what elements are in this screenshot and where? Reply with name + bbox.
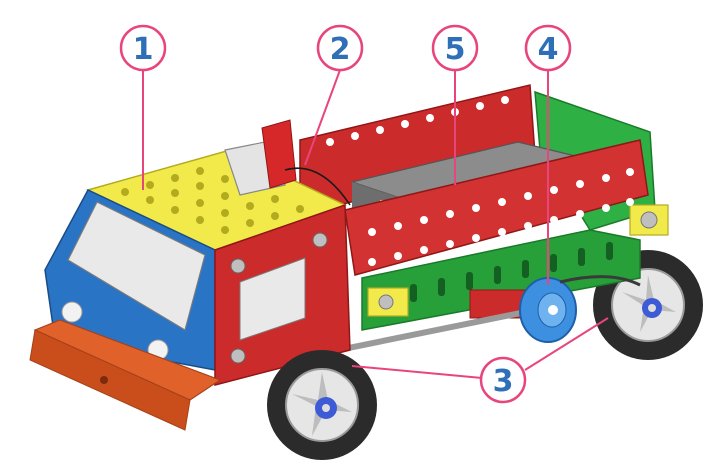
pulley-center [548,305,558,315]
side-window [239,257,306,341]
front-hub-bolt [322,404,330,412]
cab-front [44,189,216,371]
side-wall-holes [368,168,634,266]
roof-holes [121,167,304,234]
callout-3: 3 [479,356,527,404]
callout-1-label: 1 [133,32,154,67]
callout-1: 1 [119,24,167,72]
drive-belt [559,275,641,287]
front-wheel [267,350,377,460]
callout-4-circle [524,24,572,72]
leader-3a [351,365,483,379]
door-bolt-bottom [230,348,246,364]
right-bracket-bolt [640,211,658,229]
red-switch-lever [261,119,297,189]
callout-5-circle [431,24,479,72]
callout-2-label: 2 [330,32,351,67]
front-bumper [29,319,222,431]
windshield [67,201,206,331]
callout-5-label: 5 [445,32,466,67]
roof-switch [224,119,351,206]
callout-leaders [142,69,609,379]
leader-2 [304,69,341,166]
bumper-face [29,329,191,431]
callout-2: 2 [316,24,364,72]
cab-door [214,203,351,386]
door-bolt-top [230,258,246,274]
callout-4: 4 [524,24,572,72]
callout-3-label: 3 [493,364,514,399]
rear-hub-bolt [648,304,656,312]
door-bolt-top-right [312,232,328,248]
blue-pulley [519,277,577,343]
red-side-wall [344,139,649,276]
bumper-hole [100,376,108,384]
headlight-left [61,301,83,323]
left-bracket-bolt [378,294,394,310]
callout-5: 5 [431,24,479,72]
callout-1-circle [119,24,167,72]
callout-4-label: 4 [538,32,559,67]
switch-wire [284,167,351,206]
bed-side-wall [344,139,649,276]
callout-3-circle [479,356,527,404]
leader-3b [524,317,609,371]
callout-2-circle [316,24,364,72]
